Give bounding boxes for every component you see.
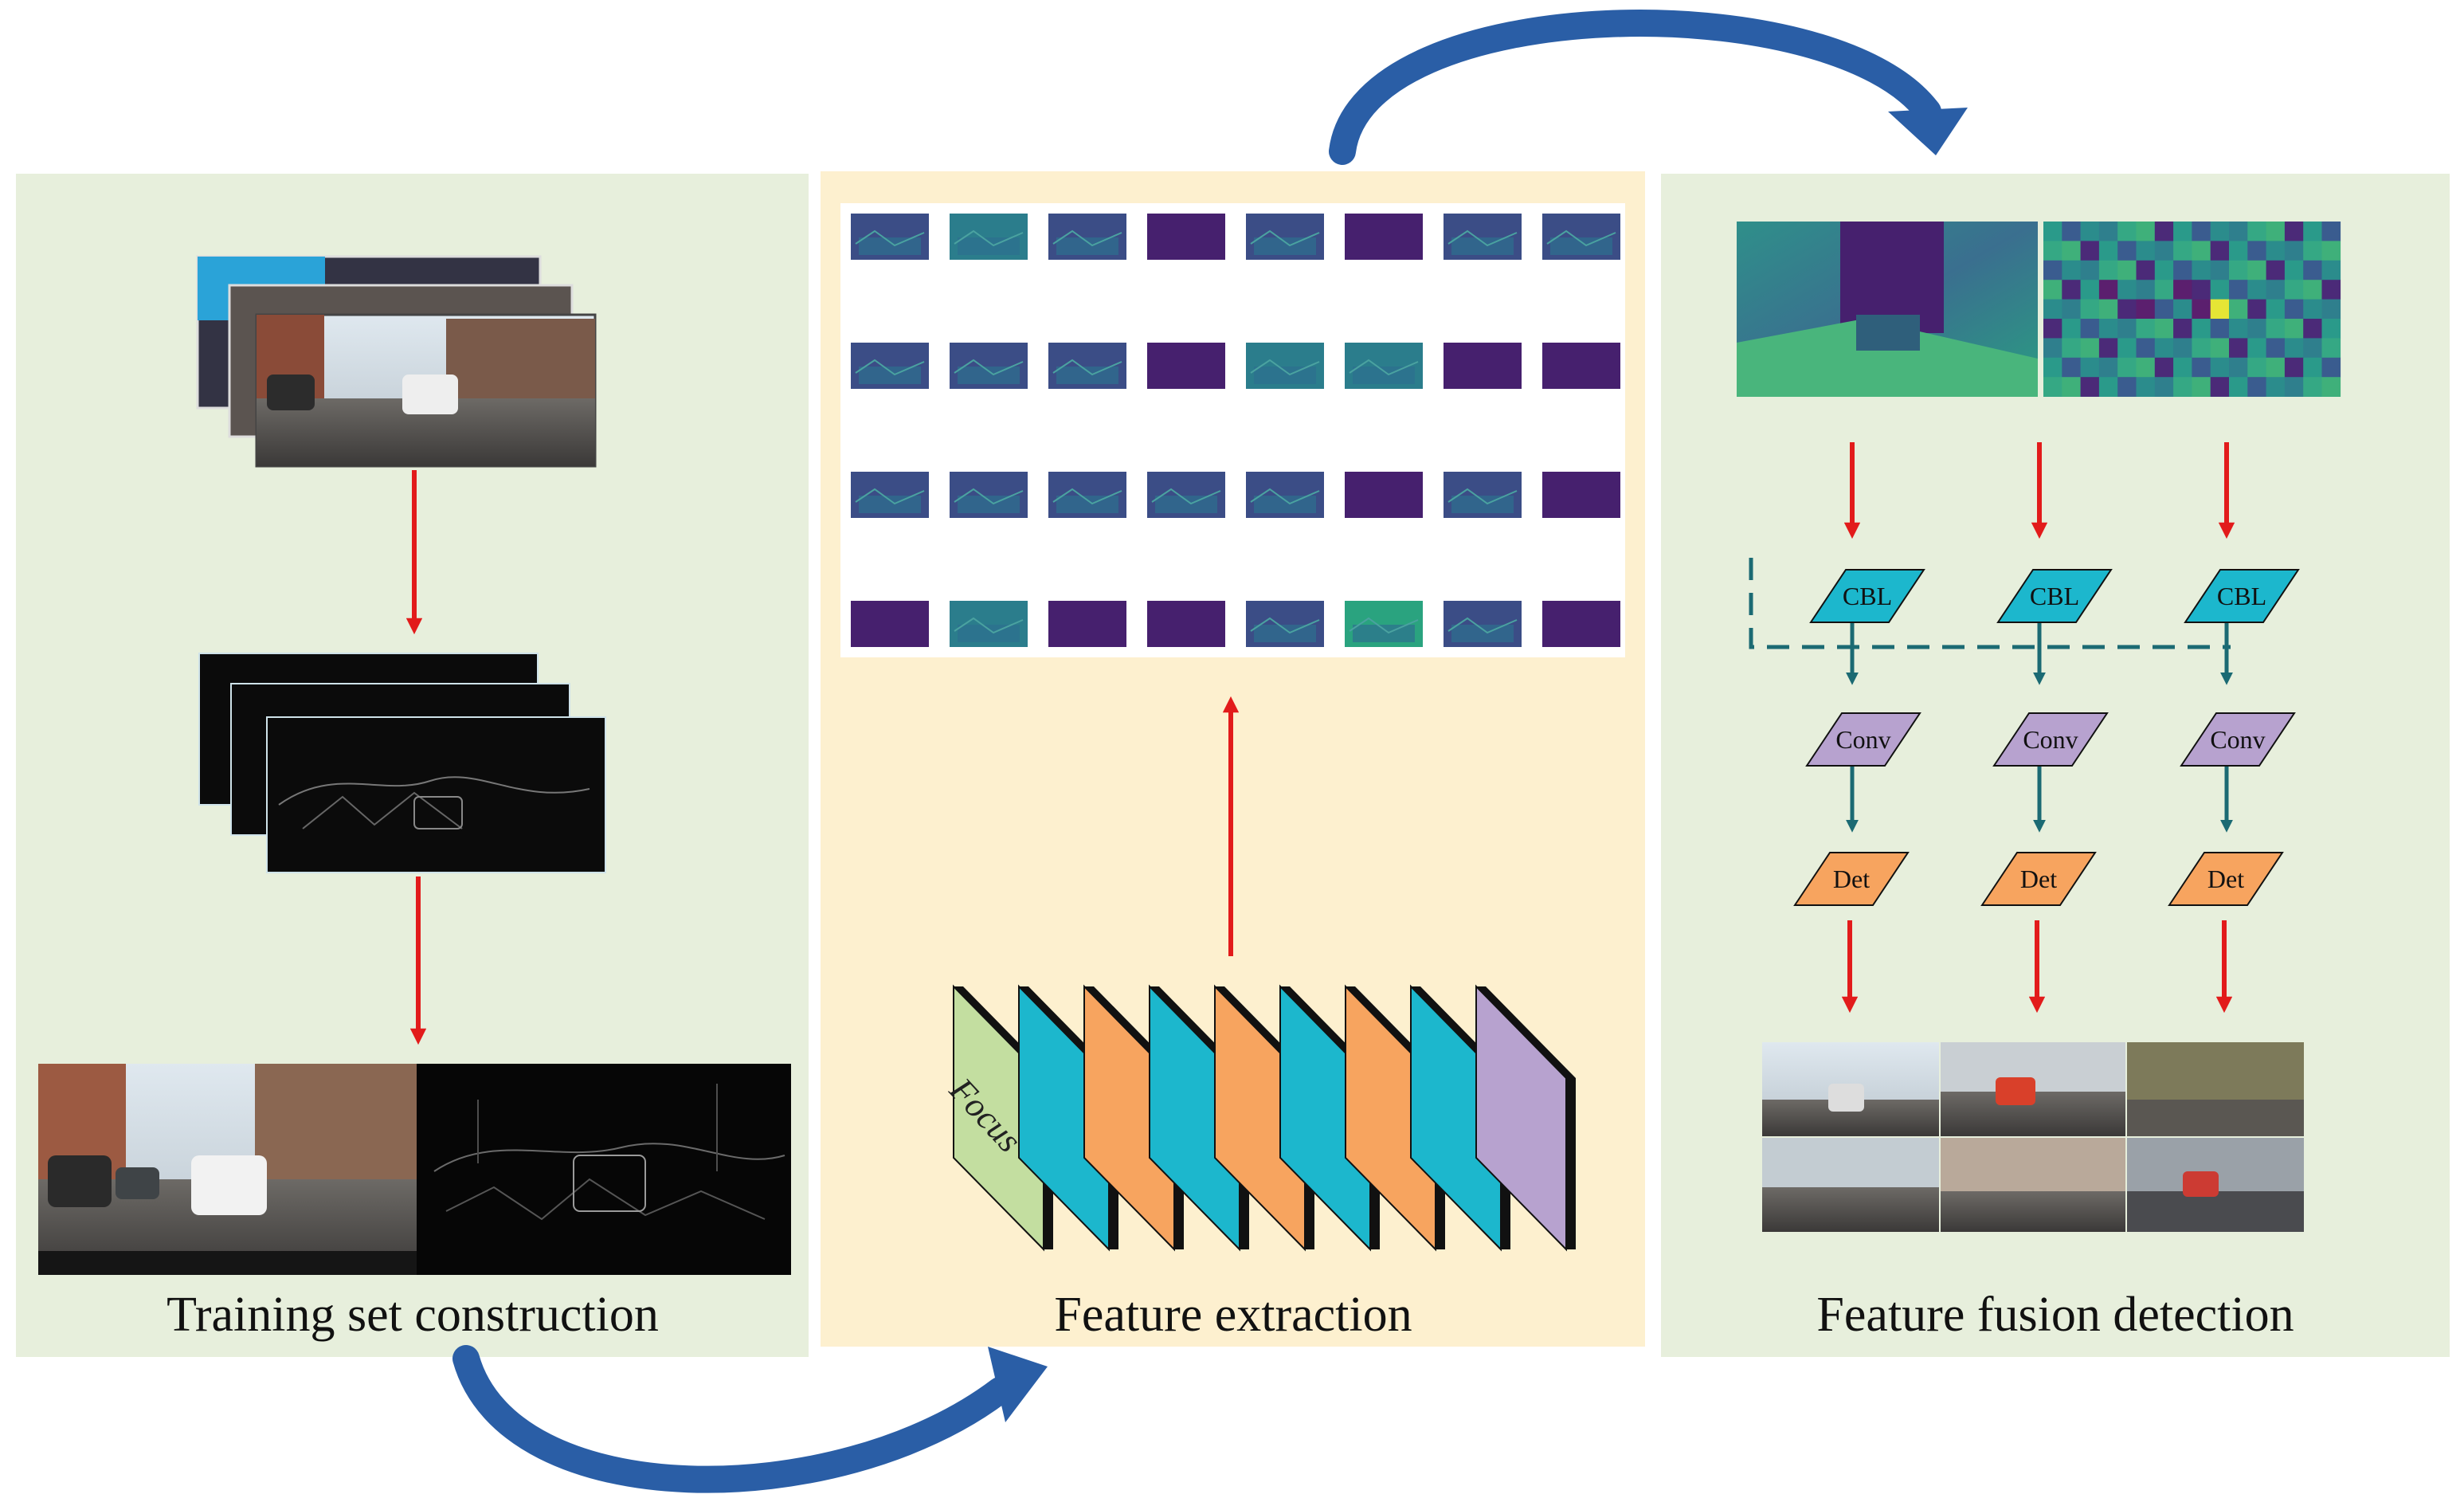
- backbone-layer-cyan: [1410, 984, 1510, 1252]
- cbl-block-label: CBL: [2217, 582, 2266, 610]
- feature-map-tile: [1345, 601, 1423, 647]
- feature-map-tile: [1246, 601, 1324, 647]
- feature-map-tile: [1048, 472, 1126, 518]
- feature-map-tile: [950, 214, 1028, 260]
- fusion-title: Feature fusion detection: [1816, 1288, 2294, 1342]
- backbone-layer-purple: [1475, 984, 1576, 1252]
- det-block: Det: [1793, 852, 1910, 906]
- feature-map-tile: [1147, 343, 1225, 389]
- det-block-label: Det: [2207, 865, 2244, 893]
- backbone-layer-cyan: [1279, 984, 1380, 1252]
- feature-map-tile: [851, 601, 929, 647]
- feature-map-tile: [1246, 343, 1324, 389]
- conv-block: Conv: [1805, 712, 1921, 767]
- cbl-block: CBL: [1809, 569, 1925, 623]
- backbone-layers: [953, 984, 1576, 1252]
- feature-map-tile: [1345, 472, 1423, 518]
- cbl-block-label: CBL: [1843, 582, 1892, 610]
- feature-map-tile: [1147, 601, 1225, 647]
- backbone-layer-orange: [1214, 984, 1314, 1252]
- feature-map-tile: [1542, 472, 1620, 518]
- feature-map-tile: [1048, 343, 1126, 389]
- backbone-layer-cyan: [1149, 984, 1249, 1252]
- feature-map-tile: [1246, 214, 1324, 260]
- feature-map-tile: [1048, 214, 1126, 260]
- feature-map-canvas: [840, 203, 1625, 657]
- feature-map-tile: [1048, 601, 1126, 647]
- heatmap-right: [2043, 222, 2341, 397]
- conv-block-label: Conv: [2210, 725, 2265, 754]
- detection-results: [1762, 1042, 2304, 1232]
- feature-map-tile: [950, 601, 1028, 647]
- feature-map-tile: [851, 472, 929, 518]
- feature-map-tile: [1345, 214, 1423, 260]
- feature-map-tile: [1147, 472, 1225, 518]
- det-block: Det: [2168, 852, 2284, 906]
- feature-map-tile: [1444, 343, 1522, 389]
- backbone-layer-cyan: [1018, 984, 1118, 1252]
- conv-block: Conv: [2180, 712, 2296, 767]
- combined-training-image: [38, 1064, 791, 1275]
- heatmap-left: [1737, 222, 2038, 397]
- flow-arrow-bottom: [452, 1345, 1048, 1493]
- edge-stack: [198, 653, 606, 873]
- feature-map-tile: [1147, 214, 1225, 260]
- det-block-label: Det: [1833, 865, 1870, 893]
- training-title: Training set construction: [166, 1288, 659, 1342]
- feature-map-tile: [950, 472, 1028, 518]
- flow-arrow-top: [1329, 10, 1968, 165]
- feature-map-tile: [1542, 214, 1620, 260]
- conv-block-label: Conv: [1835, 725, 1890, 754]
- feature-map-tile: [1246, 472, 1324, 518]
- feature-map-tile: [1542, 601, 1620, 647]
- feature-map-tile: [851, 214, 929, 260]
- focus-layer: [953, 984, 1053, 1252]
- cbl-dashed-connector: [1749, 558, 2231, 649]
- backbone-layer-orange: [1345, 984, 1445, 1252]
- feature-map-tile: [1444, 472, 1522, 518]
- det-block: Det: [1980, 852, 2097, 906]
- cbl-block: CBL: [1996, 569, 2113, 623]
- extraction-title: Feature extraction: [1054, 1288, 1412, 1342]
- conv-block-label: Conv: [2023, 725, 2078, 754]
- feature-map-grid: [851, 214, 1620, 647]
- feature-map-tile: [1444, 214, 1522, 260]
- feature-map-tile: [851, 343, 929, 389]
- det-block-label: Det: [2020, 865, 2057, 893]
- conv-block: Conv: [1992, 712, 2109, 767]
- feature-map-tile: [950, 343, 1028, 389]
- cbl-block-label: CBL: [2030, 582, 2079, 610]
- feature-map-tile: [1345, 343, 1423, 389]
- backbone-layer-orange: [1083, 984, 1184, 1252]
- feature-map-tile: [1444, 601, 1522, 647]
- cbl-block: CBL: [2184, 569, 2300, 623]
- photo-stack: [196, 255, 597, 468]
- feature-map-tile: [1542, 343, 1620, 389]
